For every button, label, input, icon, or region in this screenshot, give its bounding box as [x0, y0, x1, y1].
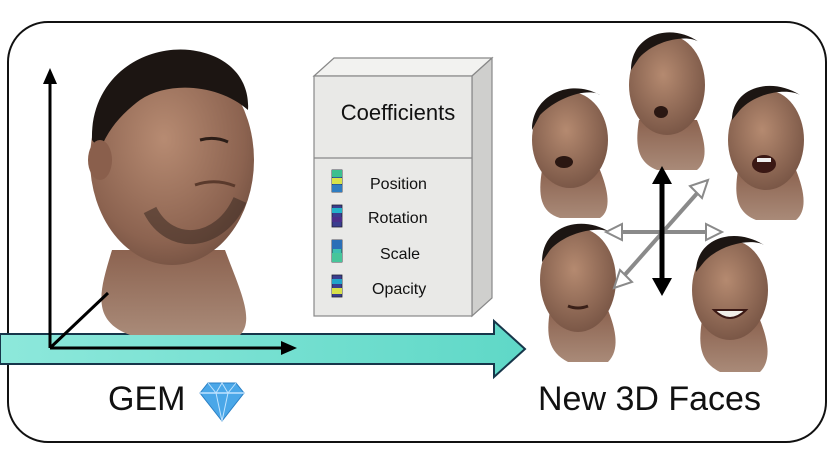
coefficient-rotation-label: Rotation [368, 210, 428, 227]
motion-arrows [603, 166, 725, 296]
diamond-icon [199, 382, 245, 422]
coefficient-position-label: Position [370, 176, 427, 193]
face-variant-talking [532, 88, 608, 218]
face-variant-yelling [728, 85, 804, 220]
axes [43, 68, 297, 355]
method-label: GEM [108, 380, 186, 418]
coefficient-opacity-label: Opacity [372, 281, 427, 298]
coefficient-scale-label: Scale [380, 246, 421, 263]
main-face-image [88, 49, 254, 335]
output-label: New 3D Faces [538, 380, 761, 418]
face-variant-mouth-open [629, 32, 705, 170]
face-variant-neutral [540, 223, 616, 362]
coefficient-bars [331, 169, 343, 298]
coefficients-title: Coefficients [340, 100, 456, 125]
face-variant-smiling [692, 235, 768, 372]
